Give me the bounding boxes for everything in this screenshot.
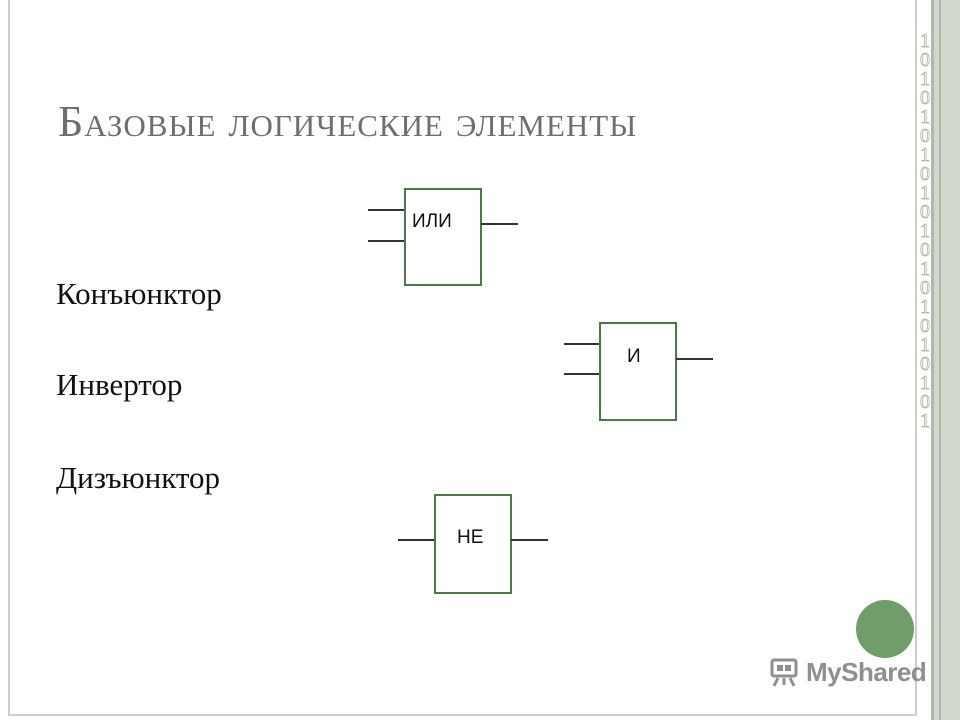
not-gate-output-wire <box>511 539 548 541</box>
or-gate <box>404 188 482 286</box>
or-gate-output-wire <box>481 223 518 225</box>
binary-digit: 1 <box>920 258 931 280</box>
side-stripe <box>939 0 941 720</box>
term-disjunctor: Дизъюнктор <box>56 460 221 495</box>
or-gate-input-wire <box>368 240 406 242</box>
slide-frame <box>8 0 917 716</box>
myshared-logo: MyShared <box>768 656 927 688</box>
binary-digit: 1 <box>920 68 931 90</box>
binary-digit: 0 <box>920 391 931 413</box>
binary-digit: 0 <box>920 315 931 337</box>
binary-digit: 0 <box>920 49 931 71</box>
binary-digit: 1 <box>920 410 931 432</box>
term-inverter: Инвертор <box>56 367 183 402</box>
binary-digit: 1 <box>920 144 931 166</box>
and-gate-output-wire <box>676 358 713 360</box>
slide-title: Базовые логические элементы <box>58 97 638 146</box>
not-gate <box>434 494 512 594</box>
binary-digit: 0 <box>920 125 931 147</box>
binary-digit: 0 <box>920 353 931 375</box>
binary-digit: 1 <box>920 334 931 356</box>
binary-digit: 1 <box>920 182 931 204</box>
and-gate-label: И <box>627 346 641 367</box>
accent-circle <box>856 600 914 658</box>
binary-digit: 1 <box>920 372 931 394</box>
binary-digit: 1 <box>920 220 931 242</box>
binary-digit: 0 <box>920 163 931 185</box>
presentation-icon <box>770 658 798 687</box>
side-stripe <box>931 0 934 720</box>
binary-digit: 1 <box>920 106 931 128</box>
binary-digit: 0 <box>920 239 931 261</box>
or-gate-input-wire <box>368 209 406 211</box>
binary-digit: 0 <box>920 201 931 223</box>
and-gate <box>599 322 677 421</box>
myshared-logo-text: MyShared <box>806 656 927 687</box>
binary-digit: 0 <box>920 277 931 299</box>
side-band <box>931 0 960 720</box>
and-gate-input-wire <box>564 373 601 375</box>
binary-digit: 1 <box>920 30 931 52</box>
term-conjunctor: Конъюнктор <box>56 276 222 311</box>
and-gate-input-wire <box>564 343 601 345</box>
not-gate-label: НЕ <box>457 527 484 548</box>
or-gate-label: ИЛИ <box>412 211 452 232</box>
binary-digit: 1 <box>920 296 931 318</box>
not-gate-input-wire <box>398 539 436 541</box>
binary-digit: 0 <box>920 87 931 109</box>
